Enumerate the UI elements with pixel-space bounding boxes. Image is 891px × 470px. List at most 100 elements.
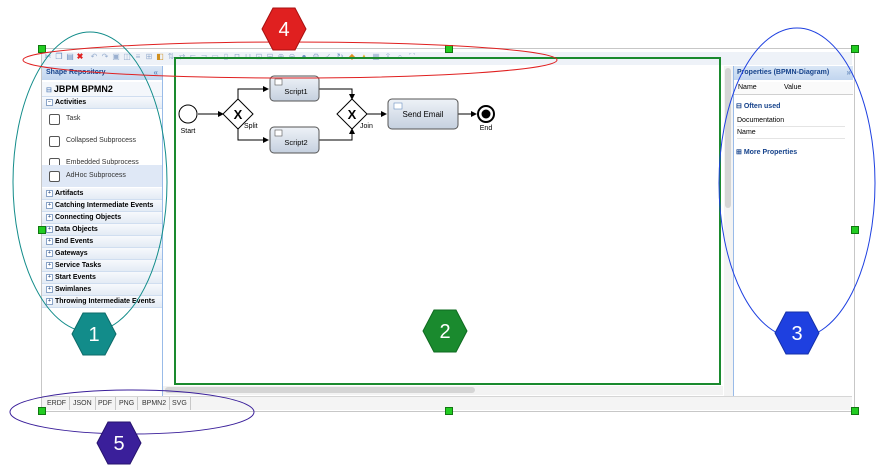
category-label: Start Events — [55, 274, 96, 281]
flow-split-script1[interactable] — [237, 86, 269, 100]
undo-icon[interactable]: ↶ — [90, 52, 98, 61]
flow-script1-join[interactable] — [319, 88, 355, 100]
script-icon — [274, 129, 283, 137]
align-right-icon[interactable]: ⊐ — [200, 52, 208, 61]
horizontal-scrollbar[interactable] — [163, 386, 723, 395]
properties-panel: Properties (BPMN-Diagram) » Name Value ⊟… — [733, 66, 853, 410]
join-gateway[interactable] — [336, 98, 368, 130]
size2-icon[interactable]: ⊟ — [266, 52, 274, 61]
align-top-icon[interactable]: ⊓ — [233, 52, 241, 61]
paste-icon[interactable]: ▤ — [66, 52, 74, 61]
resize-handle[interactable] — [851, 226, 859, 234]
category-end-events[interactable]: +End Events — [42, 236, 162, 248]
size-icon[interactable]: ⊡ — [255, 52, 263, 61]
property-row-documentation[interactable]: Documentation — [737, 115, 845, 127]
tab-erdf[interactable]: ERDF — [44, 397, 71, 410]
distribute2-icon[interactable]: ▯ — [223, 52, 229, 61]
zoom-out-icon[interactable]: ⊖ — [288, 52, 296, 61]
distribute-icon[interactable]: ▭ — [211, 52, 219, 61]
category-activities[interactable]: −Activities — [42, 97, 162, 109]
task-icon — [49, 114, 60, 125]
delete-icon[interactable]: ✖ — [76, 52, 84, 61]
section-more-properties[interactable]: ⊞ More Properties — [736, 148, 797, 156]
shape-item-adhoc-subprocess[interactable]: AdHoc Subprocess — [42, 165, 162, 187]
align-left-icon[interactable]: ⊏ — [189, 52, 197, 61]
export-icon[interactable]: ◆ — [348, 52, 356, 61]
flow-split-script2[interactable] — [237, 128, 269, 143]
info-icon[interactable]: ● — [301, 52, 307, 61]
stencil-set-title[interactable]: ⊟JBPM BPMN2 — [42, 82, 162, 97]
align-middle-icon[interactable]: ⊞ — [145, 52, 153, 61]
category-start-events[interactable]: +Start Events — [42, 272, 162, 284]
stencil-set-label: JBPM BPMN2 — [53, 84, 113, 94]
arrange2-icon[interactable]: ⇄ — [178, 52, 186, 61]
resize-handle[interactable] — [851, 407, 859, 415]
validate-icon[interactable]: ✓ — [324, 52, 332, 61]
scroll-thumb[interactable] — [725, 68, 731, 208]
category-label: Swimlanes — [55, 286, 92, 293]
align-bottom-icon[interactable]: ⊔ — [244, 52, 252, 61]
flow-script2-join[interactable] — [319, 128, 355, 141]
exclusive-x-icon: X — [348, 107, 357, 122]
minus-icon: − — [46, 98, 53, 106]
resize-handle[interactable] — [38, 226, 46, 234]
shape-item-task[interactable]: Task — [42, 108, 162, 130]
resize-handle[interactable] — [38, 407, 46, 415]
collapse-stencil-icon: ⊟ — [46, 87, 52, 94]
bring-front-icon[interactable]: ◧ — [156, 52, 164, 61]
share-icon[interactable]: ⇪ — [384, 52, 392, 61]
plus-icon: + — [46, 189, 53, 197]
category-catching-intermediate-events[interactable]: +Catching Intermediate Events — [42, 200, 162, 212]
collapse-left-icon[interactable]: « — [153, 68, 158, 77]
print-icon[interactable]: ▦ — [372, 52, 380, 61]
collapse-right-icon[interactable]: » — [846, 68, 851, 77]
category-gateways[interactable]: +Gateways — [42, 248, 162, 260]
start-label: Start — [181, 128, 196, 135]
tab-json[interactable]: JSON — [70, 397, 96, 410]
copy-icon[interactable]: ❐ — [55, 52, 63, 61]
end-label: End — [480, 125, 493, 132]
split-gateway[interactable] — [222, 98, 254, 130]
search-icon[interactable]: ⌕ — [397, 52, 403, 61]
email-icon — [393, 102, 403, 110]
vertical-scrollbar[interactable] — [724, 66, 733, 397]
resize-handle[interactable] — [851, 45, 859, 53]
layout-icon[interactable]: ⚙ — [312, 52, 320, 61]
category-connecting-objects[interactable]: +Connecting Objects — [42, 212, 162, 224]
lock-icon[interactable]: ▲ — [360, 52, 368, 61]
group-icon[interactable]: ◫ — [123, 52, 131, 61]
resize-handle[interactable] — [38, 45, 46, 53]
tab-svg[interactable]: SVG — [169, 397, 191, 410]
category-swimlanes[interactable]: +Swimlanes — [42, 284, 162, 296]
tab-png[interactable]: PNG — [116, 397, 139, 410]
property-label: Name — [737, 129, 756, 136]
annotation-1-label: 1 — [88, 324, 99, 346]
align-icon[interactable]: ≡ — [135, 52, 141, 61]
tab-bpmn2[interactable]: BPMN2 — [139, 397, 171, 410]
plus-icon: + — [46, 261, 53, 269]
value-column[interactable]: Value — [784, 84, 802, 91]
zoom-in-icon[interactable]: ⊕ — [277, 52, 285, 61]
annotation-2-label: 2 — [439, 321, 450, 343]
category-data-objects[interactable]: +Data Objects — [42, 224, 162, 236]
script-icon — [274, 78, 283, 86]
scroll-thumb[interactable] — [165, 387, 475, 393]
category-artifacts[interactable]: +Artifacts — [42, 188, 162, 200]
start-event[interactable] — [178, 104, 198, 124]
category-throwing-intermediate-events[interactable]: +Throwing Intermediate Events — [42, 296, 162, 308]
save-icon[interactable]: ▣ — [112, 52, 120, 61]
section-often-used[interactable]: ⊟ Often used — [736, 102, 780, 110]
arrange-icon[interactable]: ⇅ — [167, 52, 175, 61]
properties-header: Properties (BPMN-Diagram) » — [734, 66, 853, 80]
property-row-name[interactable]: Name — [737, 127, 845, 139]
send-email-task[interactable] — [387, 98, 459, 130]
category-service-tasks[interactable]: +Service Tasks — [42, 260, 162, 272]
resize-handle[interactable] — [445, 407, 453, 415]
refresh-icon[interactable]: ↻ — [336, 52, 344, 61]
shape-item-collapsed-subprocess[interactable]: Collapsed Subprocess — [42, 130, 162, 152]
name-column[interactable]: Name — [738, 84, 757, 91]
fullscreen-icon[interactable]: ⛶ — [409, 52, 415, 61]
tab-pdf[interactable]: PDF — [95, 397, 116, 410]
redo-icon[interactable]: ↷ — [101, 52, 109, 61]
